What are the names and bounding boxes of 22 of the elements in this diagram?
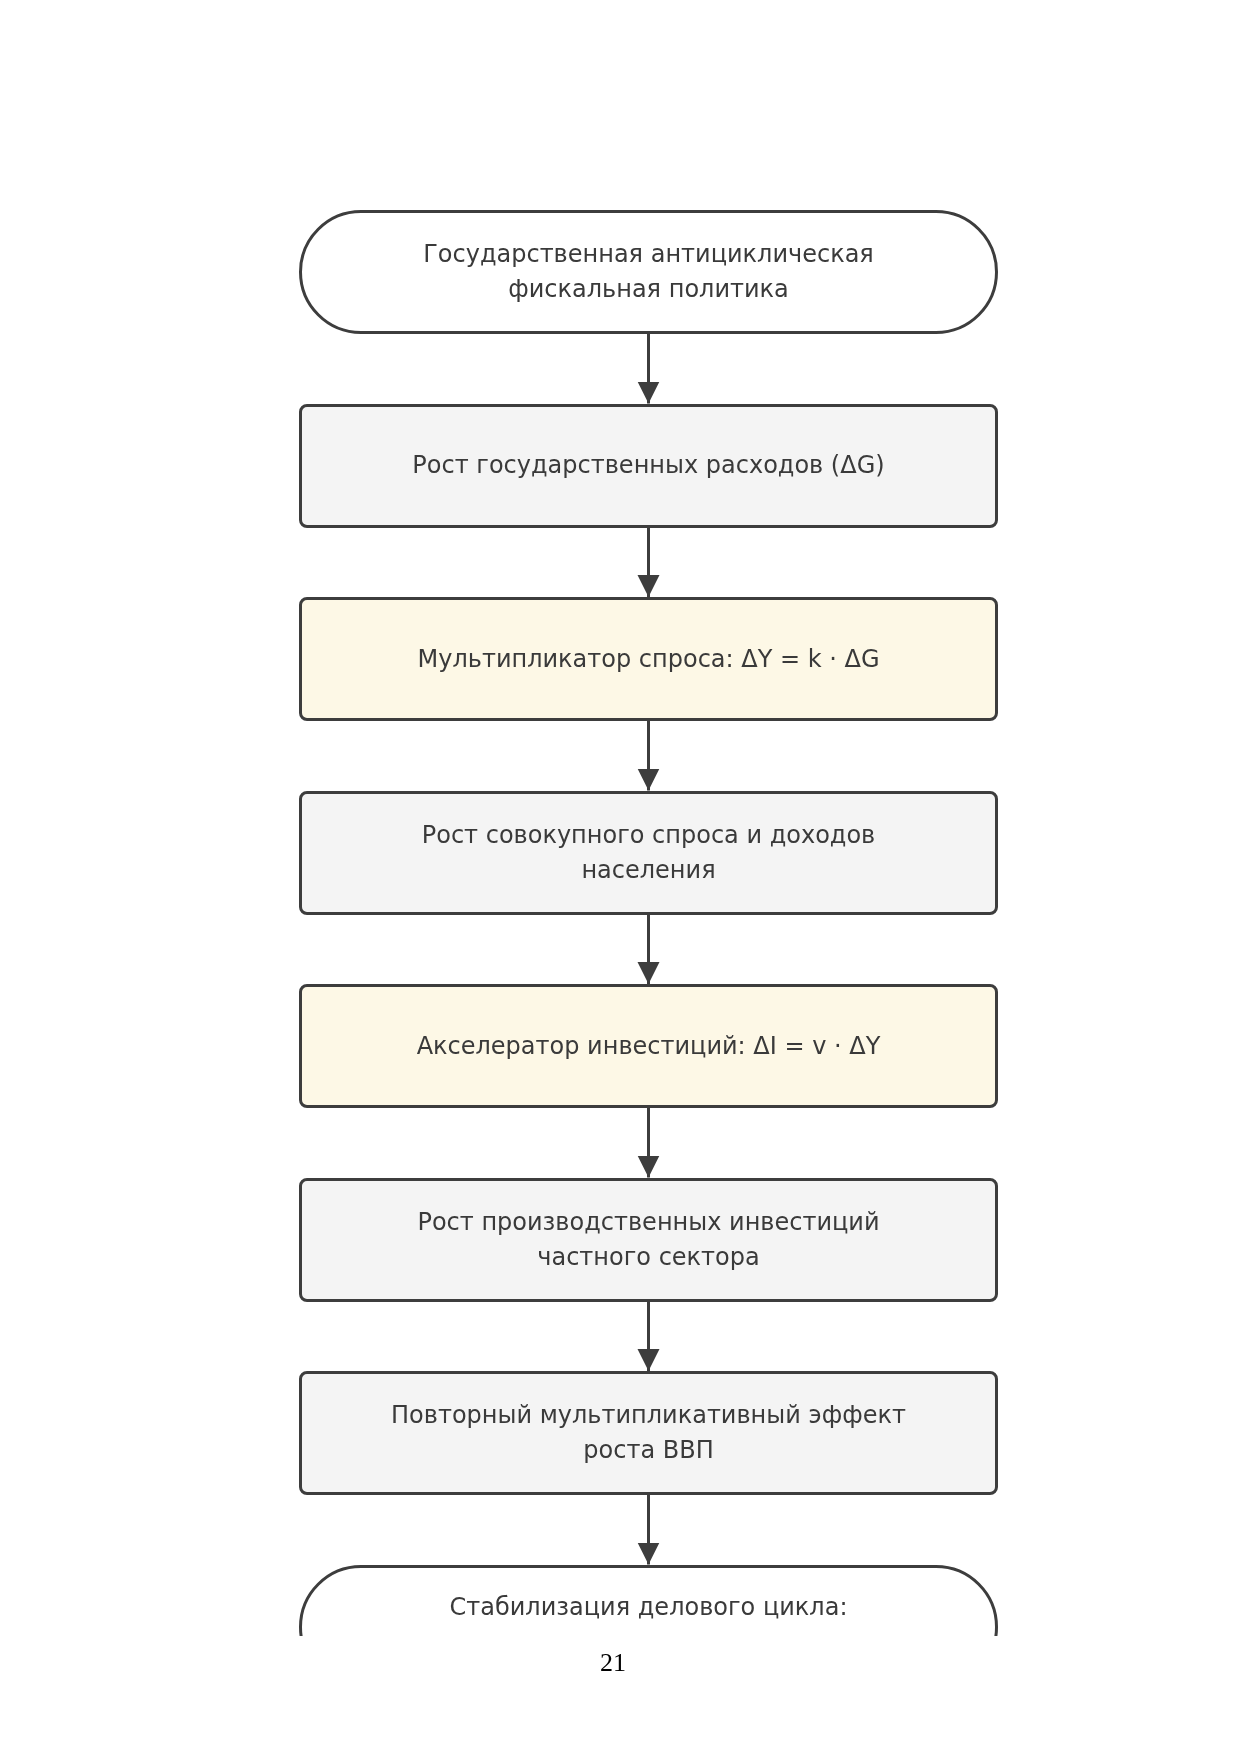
node-text: Стабилизация делового цикла: (449, 1591, 848, 1623)
process-box (299, 597, 998, 721)
process-box (299, 790, 998, 915)
process-box (299, 984, 998, 1108)
node-text: Рост государственных расходов (ΔG) (412, 450, 885, 482)
node-text: Повторный мультипликативный эффект роста ВВП (390, 1400, 907, 1466)
node-text: Государственная антициклическая фискальная политика (422, 239, 875, 305)
node-text: Акселератор инвестиций: ΔI = v · ΔY (416, 1030, 881, 1062)
process-box (299, 1371, 998, 1495)
arrow (637, 1108, 660, 1178)
page-number: 21 (600, 1648, 626, 1677)
node-text: Рост производственных инвестиций частного сектора (416, 1206, 881, 1273)
process-box (299, 1177, 998, 1302)
arrow (637, 1495, 660, 1565)
arrow (637, 1301, 660, 1371)
arrow (637, 914, 660, 984)
node-text: Мультипликатор спроса: ΔY = k · ΔG (417, 643, 880, 675)
node-text: Рост совокупного спроса и доходов населения (420, 819, 877, 886)
process-box (299, 403, 998, 528)
arrow (637, 721, 660, 791)
arrow (637, 527, 660, 597)
arrow (637, 334, 660, 404)
